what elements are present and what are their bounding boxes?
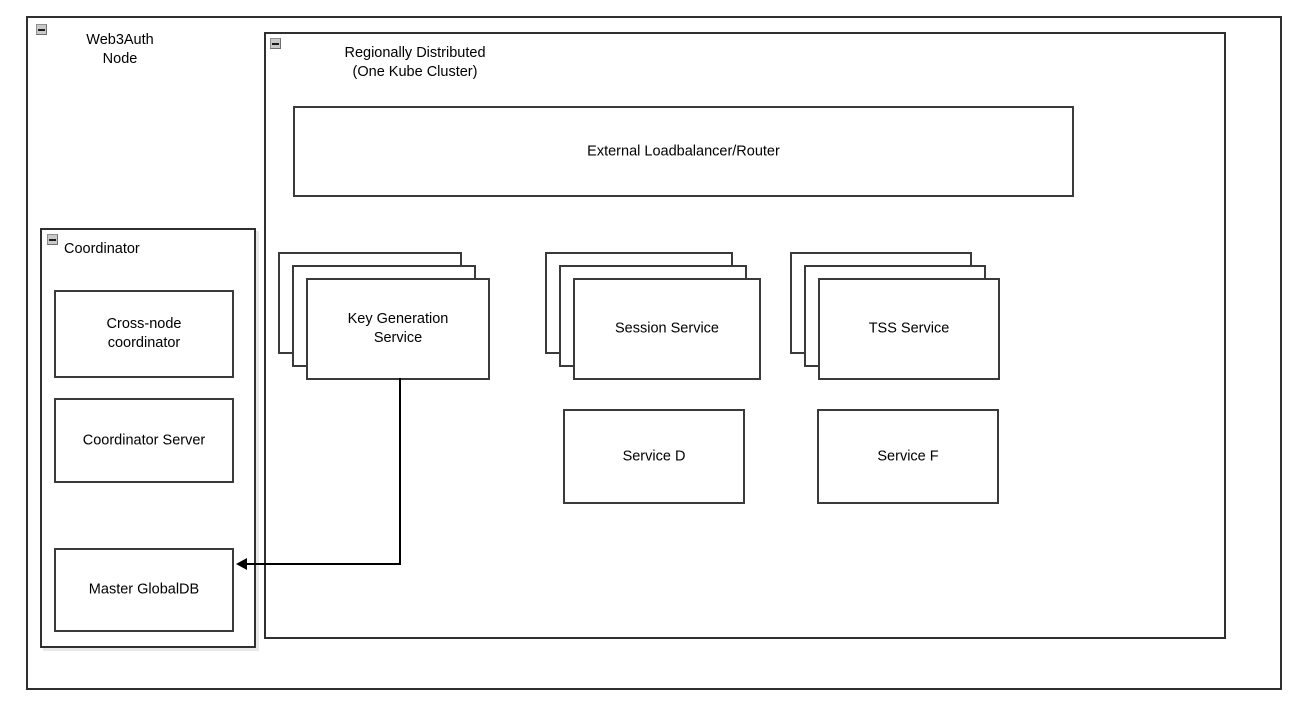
connector-keygen-to-globaldb-arrowhead bbox=[236, 558, 247, 570]
service-f-label: Service F bbox=[877, 448, 939, 464]
master-globaldb-label: Master GlobalDB bbox=[88, 581, 200, 598]
connector-keygen-to-globaldb-horizontal bbox=[246, 563, 401, 565]
cross-node-coordinator-label: Cross-node coordinator bbox=[106, 316, 182, 351]
coordinator-collapse-icon[interactable] bbox=[47, 234, 58, 245]
service-f-box[interactable]: Service F bbox=[817, 409, 999, 504]
tss-service-stack[interactable]: TSS Service bbox=[790, 252, 1000, 380]
master-globaldb-box[interactable]: Master GlobalDB bbox=[54, 548, 234, 632]
key-generation-service-stack[interactable]: Key Generation Service bbox=[278, 252, 490, 380]
tss-service-label: TSS Service bbox=[868, 320, 950, 337]
key-generation-service-replica-front[interactable]: Key Generation Service bbox=[306, 278, 490, 380]
tss-service-replica-front[interactable]: TSS Service bbox=[818, 278, 1000, 380]
key-generation-service-label: Key Generation Service bbox=[347, 311, 449, 346]
cross-node-coordinator-box[interactable]: Cross-node coordinator bbox=[54, 290, 234, 378]
session-service-stack[interactable]: Session Service bbox=[545, 252, 761, 380]
connector-keygen-to-globaldb-vertical bbox=[399, 378, 401, 565]
coordinator-server-box[interactable]: Coordinator Server bbox=[54, 398, 234, 483]
coordinator-server-label: Coordinator Server bbox=[82, 432, 206, 448]
regionally-distributed-collapse-icon[interactable] bbox=[270, 38, 281, 49]
web3auth-node-collapse-icon[interactable] bbox=[36, 24, 47, 35]
service-d-box[interactable]: Service D bbox=[563, 409, 745, 504]
session-service-replica-front[interactable]: Session Service bbox=[573, 278, 761, 380]
service-d-label: Service D bbox=[622, 448, 686, 464]
external-loadbalancer-label: External Loadbalancer/Router bbox=[587, 143, 780, 159]
session-service-label: Session Service bbox=[615, 320, 719, 337]
external-loadbalancer-box[interactable]: External Loadbalancer/Router bbox=[293, 106, 1074, 197]
